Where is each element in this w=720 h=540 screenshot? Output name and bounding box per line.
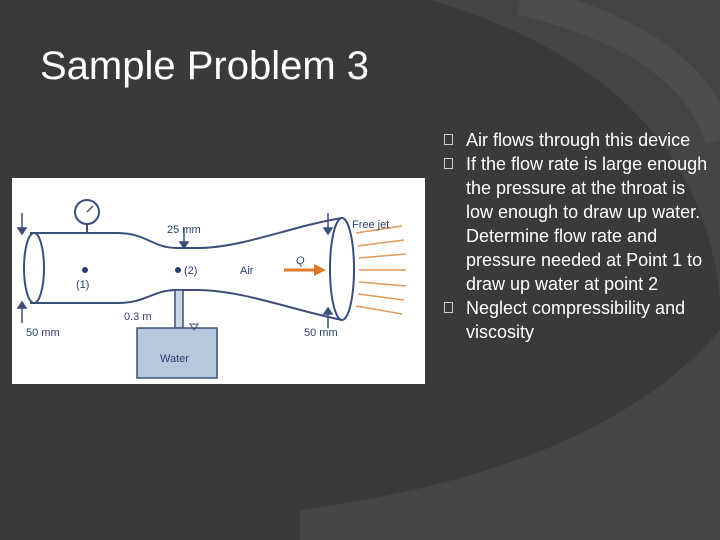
free-jet-label: Free jet (352, 219, 389, 231)
point-1-marker (82, 267, 88, 273)
point-1-label: (1) (76, 279, 89, 291)
bullet-item: Air flows through this device (440, 128, 710, 152)
water-label: Water (160, 353, 189, 365)
pipe-outline (30, 217, 343, 249)
slide-title: Sample Problem 3 (40, 44, 370, 88)
throat-diameter-label: 25 mm (167, 224, 201, 236)
flow-rate-label: Q (296, 255, 305, 267)
bullet-item: Neglect compressibility and viscosity (440, 296, 710, 344)
air-label: Air (240, 265, 254, 277)
bullet-text: Air flows through this device (466, 130, 691, 150)
bullet-item: If the flow rate is large enough the pre… (440, 152, 710, 296)
bullet-list: Air flows through this device If the flo… (440, 128, 710, 344)
pipe-outline-bottom (30, 289, 343, 321)
bullet-text: If the flow rate is large enough the pre… (466, 154, 708, 294)
water-tank (136, 327, 218, 379)
bullet-text: Neglect compressibility and viscosity (466, 298, 686, 342)
venturi-diagram: 25 mm Free jet (1) (2) Air Q 50 mm 50 mm… (12, 178, 425, 384)
outlet-diameter-label: 50 mm (304, 327, 338, 339)
point-2-marker (175, 267, 181, 273)
point-2-label: (2) (184, 265, 197, 277)
bullet-icon (444, 302, 453, 313)
inlet-diameter-label: 50 mm (26, 327, 60, 339)
bullet-icon (444, 158, 453, 169)
bullet-icon (444, 134, 453, 145)
flow-arrow-icon (314, 264, 326, 276)
water-level-icon (189, 323, 199, 331)
tube-height-label: 0.3 m (124, 311, 152, 323)
free-jet-lines (355, 225, 407, 315)
